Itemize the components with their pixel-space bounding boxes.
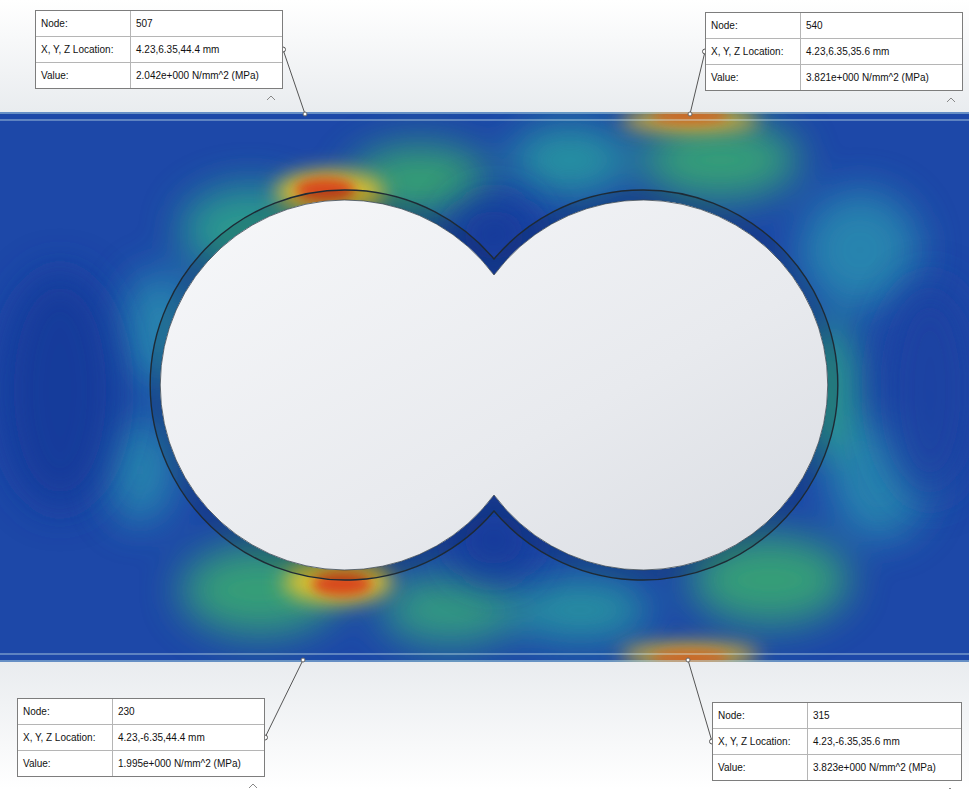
field-value: 4.23,6.35,44.4 mm (131, 37, 282, 63)
leader-line (688, 660, 712, 742)
leader-line (283, 50, 305, 115)
field-value: 2.042e+000 N/mm^2 (MPa) (131, 63, 282, 88)
collapse-chevron (249, 784, 257, 788)
field-label: Node: (706, 13, 801, 39)
probe-point (303, 112, 307, 116)
field-label: X, Y, Z Location: (18, 725, 113, 751)
probe-point (686, 658, 690, 662)
leader-line (690, 52, 705, 115)
collapse-chevron (946, 788, 954, 789)
field-label: Value: (36, 63, 131, 88)
field-value: 3.823e+000 N/mm^2 (MPa) (808, 755, 961, 780)
probe-point (688, 112, 692, 116)
field-value: 230 (113, 699, 264, 725)
field-label: X, Y, Z Location: (706, 39, 801, 65)
field-value: 3.821e+000 N/mm^2 (MPa) (801, 65, 962, 90)
field-label: X, Y, Z Location: (36, 37, 131, 63)
field-label: Node: (18, 699, 113, 725)
callout-box: Node:540X, Y, Z Location:4.23,6.35,35.6 … (705, 12, 963, 91)
callout-box: Node:507X, Y, Z Location:4.23,6.35,44.4 … (35, 10, 283, 89)
leader-line (265, 660, 303, 738)
field-value: 507 (131, 11, 282, 37)
callout-box: Node:230X, Y, Z Location:4.23,-6.35,44.4… (17, 698, 265, 777)
field-label: Node: (713, 703, 808, 729)
probe-point (301, 658, 305, 662)
field-value: 540 (801, 13, 962, 39)
field-value: 315 (808, 703, 961, 729)
collapse-chevron (267, 96, 275, 100)
field-value: 4.23,-6.35,44.4 mm (113, 725, 264, 751)
field-value: 4.23,6.35,35.6 mm (801, 39, 962, 65)
field-value: 1.995e+000 N/mm^2 (MPa) (113, 751, 264, 776)
field-label: Node: (36, 11, 131, 37)
field-label: Value: (706, 65, 801, 90)
field-value: 4.23,-6.35,35.6 mm (808, 729, 961, 755)
callout-box: Node:315X, Y, Z Location:4.23,-6.35,35.6… (712, 702, 962, 781)
field-label: X, Y, Z Location: (713, 729, 808, 755)
field-label: Value: (713, 755, 808, 780)
collapse-chevron (947, 98, 955, 102)
field-label: Value: (18, 751, 113, 776)
